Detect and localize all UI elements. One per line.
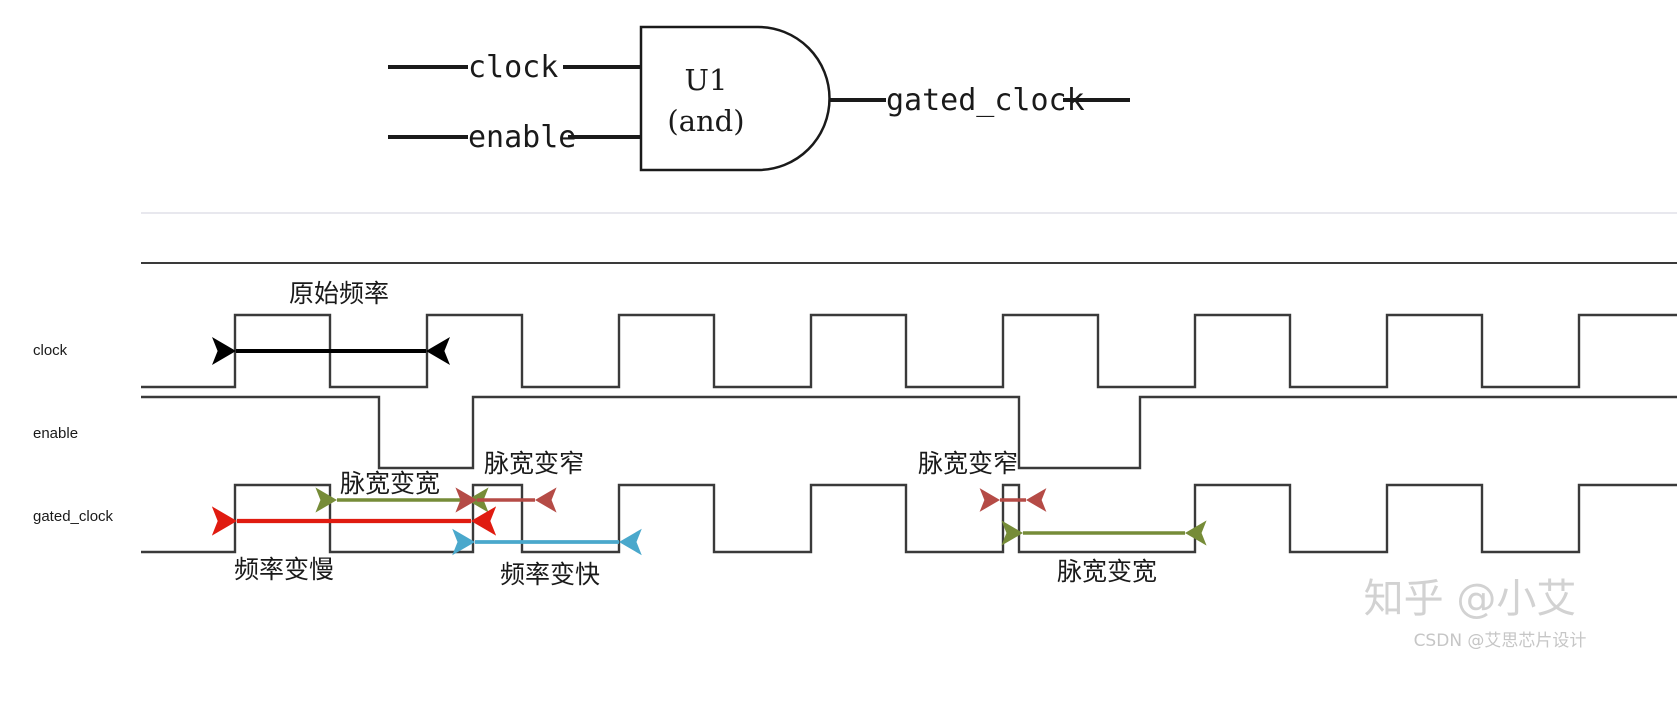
- signal-label-gated-clock: gated_clock: [33, 508, 114, 525]
- waveform-clock: [141, 313, 1677, 389]
- signal-label-enable: enable: [33, 425, 78, 442]
- gated-clock-output-label: gated_clock: [886, 83, 1085, 118]
- annotation-label-original-frequency: 原始频率: [289, 279, 389, 308]
- annotation-frequency-slower: 频率变慢: [211, 506, 497, 584]
- waveform-enable: [141, 395, 1677, 470]
- gate-type-label: (and): [667, 104, 744, 138]
- watermark-zhihu: 知乎 @小艾: [1364, 576, 1577, 622]
- annotation-pulse-narrower-left: 脉宽变窄: [455, 449, 584, 513]
- and-gate-body: [639, 25, 831, 172]
- annotation-pulse-wider-left: 脉宽变宽: [315, 469, 489, 513]
- signal-label-clock: clock: [33, 342, 68, 359]
- gate-name-label: U1: [685, 63, 728, 97]
- annotation-label-pulse-narrower-right: 脉宽变窄: [918, 449, 1018, 478]
- and-gate-schematic: clock enable U1 (and) gated_clock: [388, 25, 1130, 172]
- annotation-label-pulse-narrower-left: 脉宽变窄: [484, 449, 584, 478]
- annotation-frequency-faster: 频率变快: [452, 528, 642, 589]
- annotation-original-frequency: 原始频率: [212, 279, 450, 365]
- clock-input-label: clock: [468, 50, 558, 85]
- annotation-label-frequency-slower: 频率变慢: [234, 555, 334, 584]
- watermark-csdn: CSDN @艾思芯片设计: [1414, 631, 1587, 651]
- annotation-pulse-wider-right: 脉宽变宽: [1001, 520, 1207, 586]
- annotation-label-pulse-wider-left: 脉宽变宽: [340, 469, 440, 498]
- annotation-label-pulse-wider-right: 脉宽变宽: [1057, 557, 1157, 586]
- enable-input-label: enable: [468, 120, 576, 155]
- annotation-label-frequency-faster: 频率变快: [500, 560, 600, 589]
- annotation-pulse-narrower-right: 脉宽变窄: [918, 449, 1047, 512]
